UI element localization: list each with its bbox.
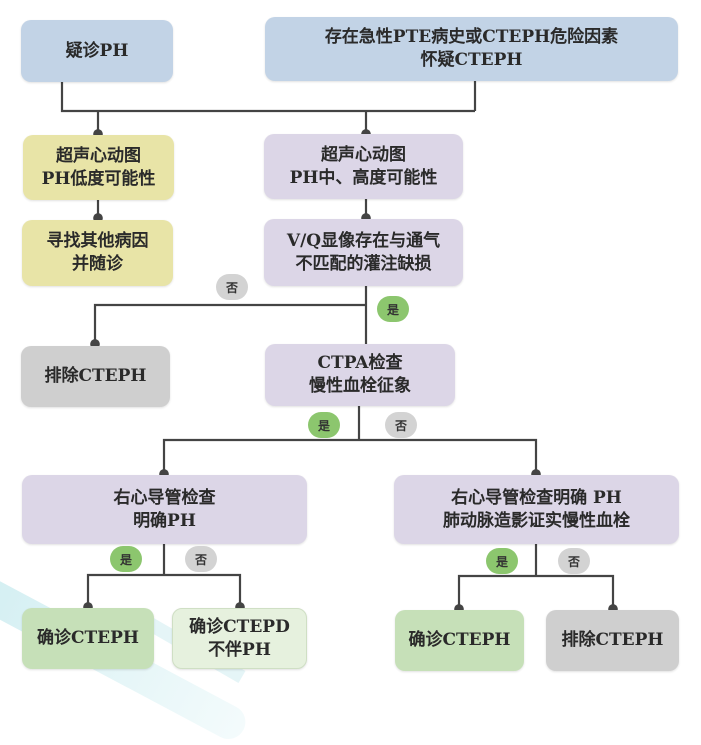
badge-no-rhc-right: 否: [558, 548, 590, 574]
node-echo-low: 超声心动图 PH低度可能性: [23, 135, 174, 200]
node-other-causes: 寻找其他病因 并随诊: [22, 220, 173, 286]
connector-rhc-right-no: [536, 574, 618, 614]
node-confirm-cteph-right: 确诊CTEPH: [395, 610, 524, 671]
connector-rhc-left-yes: [83, 573, 164, 612]
badge-yes-vq: 是: [377, 296, 409, 322]
node-text: 确诊CTEPH: [408, 630, 511, 650]
node-text: 寻找其他病因: [46, 231, 149, 251]
node-text: 超声心动图: [55, 145, 141, 166]
connector-ctpa-yes: [159, 438, 359, 479]
badge-no-ctpa: 否: [385, 412, 417, 438]
node-exclude-cteph-2: 排除CTEPH: [546, 610, 679, 671]
node-text: 不伴PH: [208, 639, 271, 660]
node-text: CTPA检查: [317, 353, 403, 373]
node-confirm-ctepd: 确诊CTEPD 不伴PH: [172, 608, 307, 669]
badge-yes-rhc-left: 是: [110, 546, 142, 572]
badge-no-rhc-left: 否: [185, 546, 217, 572]
badge-yes-ctpa: 是: [308, 412, 340, 438]
node-text: V/Q显像存在与通气: [286, 230, 441, 251]
node-ctpa: CTPA检查 慢性血栓征象: [265, 344, 455, 406]
node-text: 疑诊PH: [65, 40, 129, 61]
badge-yes-rhc-right: 是: [486, 548, 518, 574]
node-text: 排除CTEPH: [44, 366, 147, 386]
node-vq-scan: V/Q显像存在与通气 不匹配的灌注缺损: [264, 219, 463, 286]
node-text: 右心导管检查明确 PH: [451, 487, 622, 508]
node-text: 排除CTEPH: [561, 630, 664, 650]
node-rhc-right: 右心导管检查明确 PH 肺动脉造影证实慢性血栓: [394, 475, 679, 544]
node-text: 超声心动图: [320, 144, 406, 165]
node-text: 明确PH: [133, 510, 196, 531]
node-text: PH中、高度可能性: [289, 167, 438, 188]
badge-no-vq: 否: [216, 274, 248, 300]
node-pte-history: 存在急性PTE病史或CTEPH危险因素 怀疑CTEPH: [265, 17, 678, 81]
node-text: 不匹配的灌注缺损: [295, 253, 432, 274]
node-text: 确诊CTEPD: [189, 616, 290, 637]
node-suspect-ph: 疑诊PH: [21, 20, 173, 82]
connector-vq-no: [90, 303, 366, 349]
node-text: 存在急性PTE病史或CTEPH危险因素: [324, 27, 619, 47]
connector-layer: [60, 80, 618, 614]
node-text: 慢性血栓征象: [309, 376, 411, 396]
node-text: 右心导管检查: [113, 487, 216, 508]
connector-rhc-left-no: [164, 573, 245, 612]
node-exclude-cteph-1: 排除CTEPH: [21, 346, 170, 407]
node-echo-mid-high: 超声心动图 PH中、高度可能性: [264, 134, 463, 199]
node-text: 怀疑CTEPH: [420, 50, 523, 70]
node-text: PH低度可能性: [41, 168, 156, 189]
connector-ctpa-no: [359, 438, 541, 479]
node-rhc-left: 右心导管检查 明确PH: [22, 475, 307, 544]
connector-suspect-ph: [60, 82, 475, 113]
node-confirm-cteph-left: 确诊CTEPH: [22, 608, 154, 669]
node-text: 肺动脉造影证实慢性血栓: [443, 510, 630, 531]
connector-rhc-right-yes: [454, 574, 536, 614]
node-text: 确诊CTEPH: [37, 628, 139, 648]
node-text: 并随诊: [72, 254, 123, 274]
